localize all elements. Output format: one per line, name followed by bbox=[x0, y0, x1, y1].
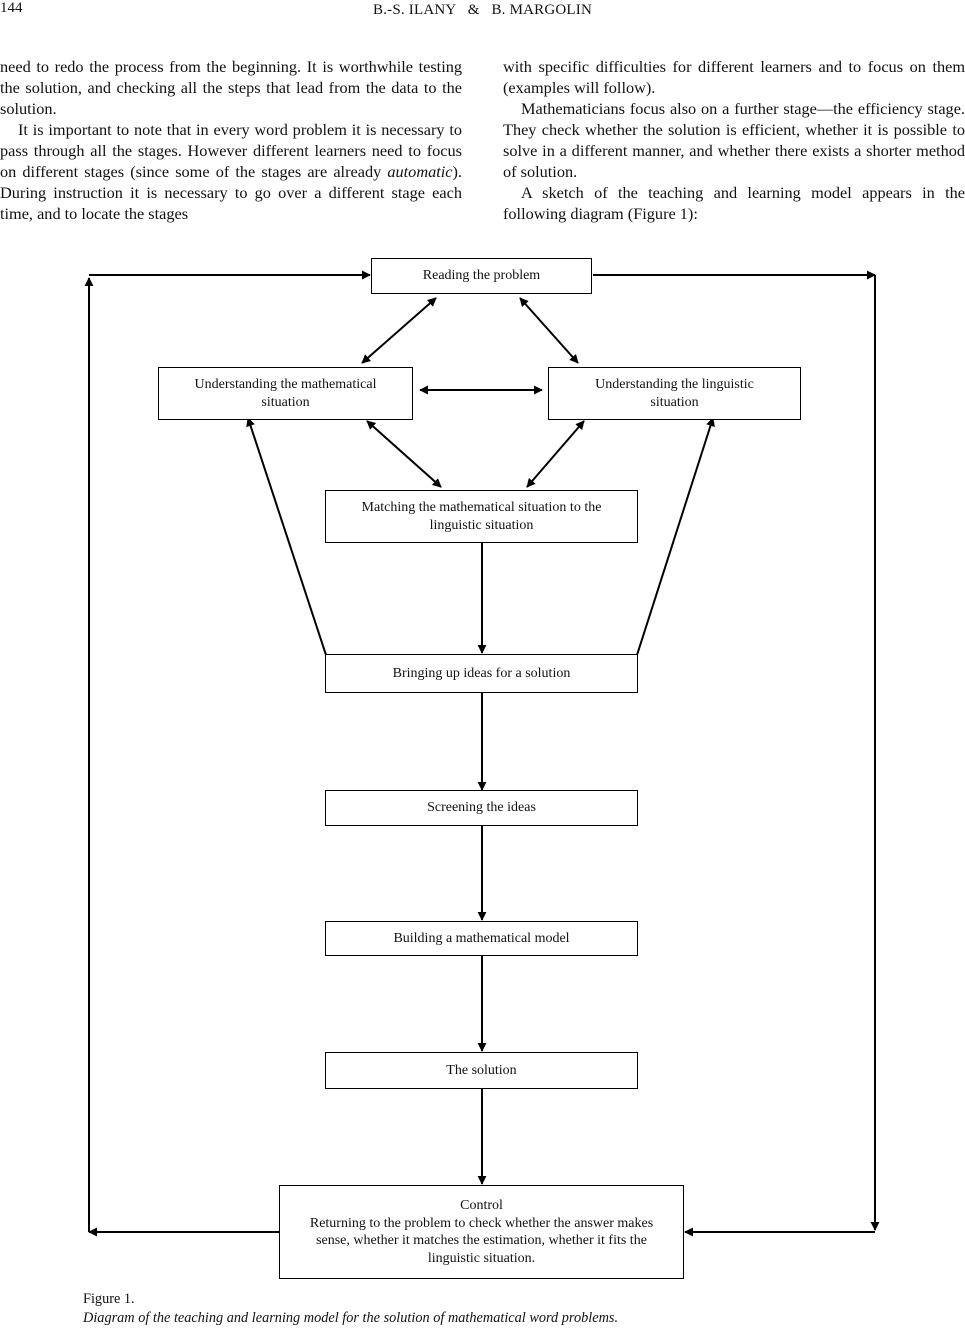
left-paragraph-1: need to redo the process from the beginn… bbox=[0, 57, 462, 118]
node-screening: Screening the ideas bbox=[325, 790, 638, 826]
right-paragraph-1: with specific difficulties for different… bbox=[503, 57, 965, 97]
node-understanding-ling: Understanding the linguistic situation bbox=[548, 367, 801, 420]
arrow-ling-matching bbox=[526, 420, 585, 488]
figure-caption: Figure 1. Diagram of the teaching and le… bbox=[83, 1290, 618, 1328]
node-control-text: Returning to the problem to check whethe… bbox=[309, 1215, 654, 1266]
node-matching: Matching the mathematical situation to t… bbox=[325, 490, 638, 543]
node-understanding-math: Understanding the mathematical situation bbox=[158, 367, 413, 420]
node-model-label: Building a mathematical model bbox=[393, 930, 570, 946]
page-number: 144 bbox=[0, 0, 23, 16]
node-reading-problem: Reading the problem bbox=[371, 258, 592, 294]
right-paragraph-2: Mathematicians focus also on a further s… bbox=[503, 99, 965, 181]
emphasis-automatic: automatic bbox=[387, 162, 453, 181]
node-reading-label: Reading the problem bbox=[422, 268, 541, 284]
node-ling-label: Understanding the linguistic situation bbox=[595, 377, 754, 410]
arrow-reading-ling bbox=[519, 297, 579, 364]
node-model: Building a mathematical model bbox=[325, 921, 638, 956]
left-paragraph-2-text-b: ). During instruction it is necessary to… bbox=[0, 162, 462, 223]
right-column: with specific difficulties for different… bbox=[503, 56, 965, 224]
node-screening-label: Screening the ideas bbox=[427, 800, 536, 816]
node-control-title: Control bbox=[460, 1198, 503, 1213]
arrow-ideas-math bbox=[246, 417, 327, 656]
node-matching-label: Matching the mathematical situation to t… bbox=[361, 500, 602, 533]
running-head: B.-S. ILANY & B. MARGOLIN bbox=[373, 2, 592, 18]
node-solution: The solution bbox=[325, 1052, 638, 1089]
node-math-label: Understanding the mathematical situation bbox=[194, 377, 377, 410]
left-paragraph-2-text-a: It is important to note that in every wo… bbox=[0, 120, 462, 181]
node-ideas-label: Bringing up ideas for a solution bbox=[392, 665, 571, 681]
node-solution-label: The solution bbox=[446, 1062, 517, 1078]
left-column: need to redo the process from the beginn… bbox=[0, 56, 462, 224]
right-paragraph-3: A sketch of the teaching and learning mo… bbox=[503, 183, 965, 223]
left-paragraph-2: It is important to note that in every wo… bbox=[0, 119, 462, 224]
figure-label: Figure 1. bbox=[83, 1291, 135, 1307]
arrow-reading-math bbox=[361, 297, 437, 364]
arrow-ideas-ling bbox=[636, 417, 715, 656]
node-control: Control Returning to the problem to chec… bbox=[279, 1185, 684, 1279]
node-ideas: Bringing up ideas for a solution bbox=[325, 654, 638, 693]
figure-title: Diagram of the teaching and learning mod… bbox=[83, 1310, 619, 1326]
arrow-math-matching bbox=[366, 420, 442, 488]
